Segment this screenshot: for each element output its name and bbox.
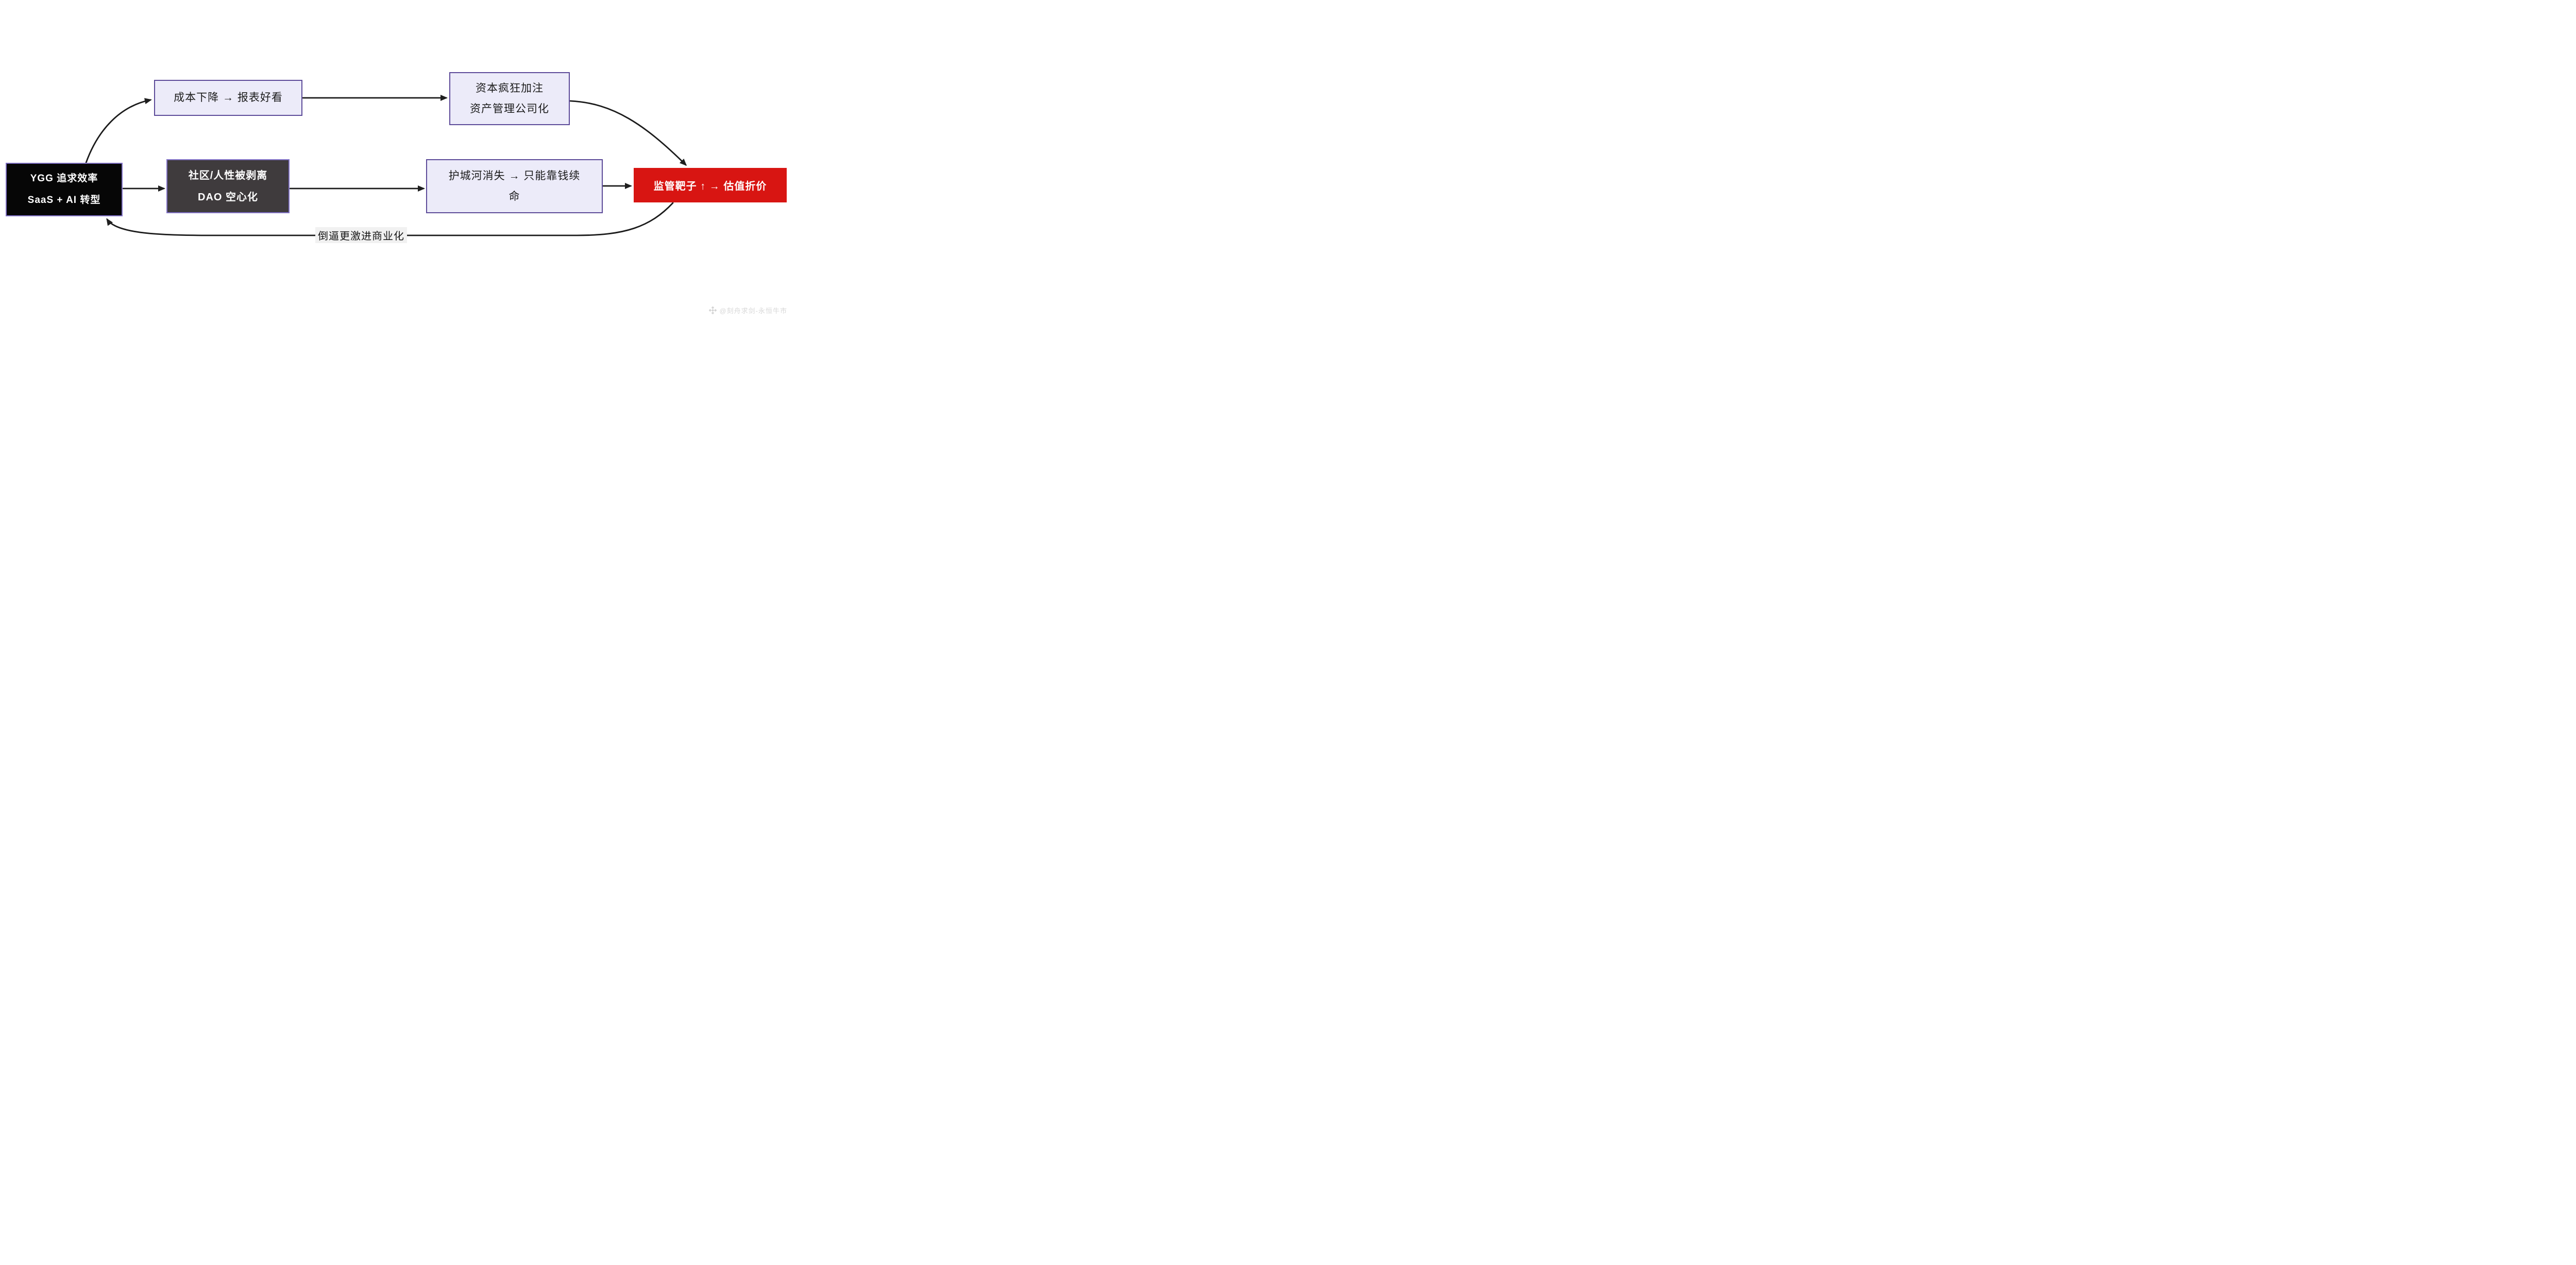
node-line: YGG 追求效率: [30, 173, 98, 184]
node-line: 成本下降 → 报表好看: [174, 92, 283, 104]
node-line: 社区/人性被剥离: [188, 169, 268, 181]
node-moat-gone: 护城河消失 → 只能靠钱续 命: [426, 159, 603, 213]
node-capital-asset-management: 资本疯狂加注 资产管理公司化: [449, 72, 570, 125]
node-cost-down-reports: 成本下降 → 报表好看: [154, 80, 302, 116]
node-line: 资本疯狂加注: [476, 82, 544, 94]
node-line: 护城河消失 → 只能靠钱续: [448, 169, 581, 182]
edges-layer: [85, 95, 687, 236]
node-line: SaaS + AI 转型: [27, 195, 101, 206]
binance-diamond-icon: [709, 306, 717, 314]
watermark-text: @刻舟求剑-永恒牛市: [719, 307, 787, 315]
diagram-canvas: YGG 追求效率 SaaS + AI 转型 成本下降 → 报表好看 资本疯狂加注…: [0, 0, 791, 316]
node-line: 监管靶子 ↑ → 估值折价: [653, 181, 767, 192]
edge-label-feedback: 倒逼更激进商业化: [315, 227, 407, 243]
edge-ygg-to-cost: [85, 98, 152, 164]
node-ygg-transformation: YGG 追求效率 SaaS + AI 转型: [6, 163, 123, 216]
node-community-stripped-dao: 社区/人性被剥离 DAO 空心化: [166, 159, 290, 213]
node-line: 命: [509, 190, 520, 202]
node-regulation-valuation-discount: 监管靶子 ↑ → 估值折价: [634, 168, 787, 202]
edge-label-text: 倒逼更激进商业化: [318, 231, 404, 242]
edge-capital-to-regulation: [569, 100, 687, 166]
edge-regulation-feedback-to-ygg: [106, 202, 674, 236]
node-line: DAO 空心化: [198, 191, 258, 203]
node-line: 资产管理公司化: [470, 102, 549, 115]
watermark: @刻舟求剑-永恒牛市: [709, 305, 787, 315]
